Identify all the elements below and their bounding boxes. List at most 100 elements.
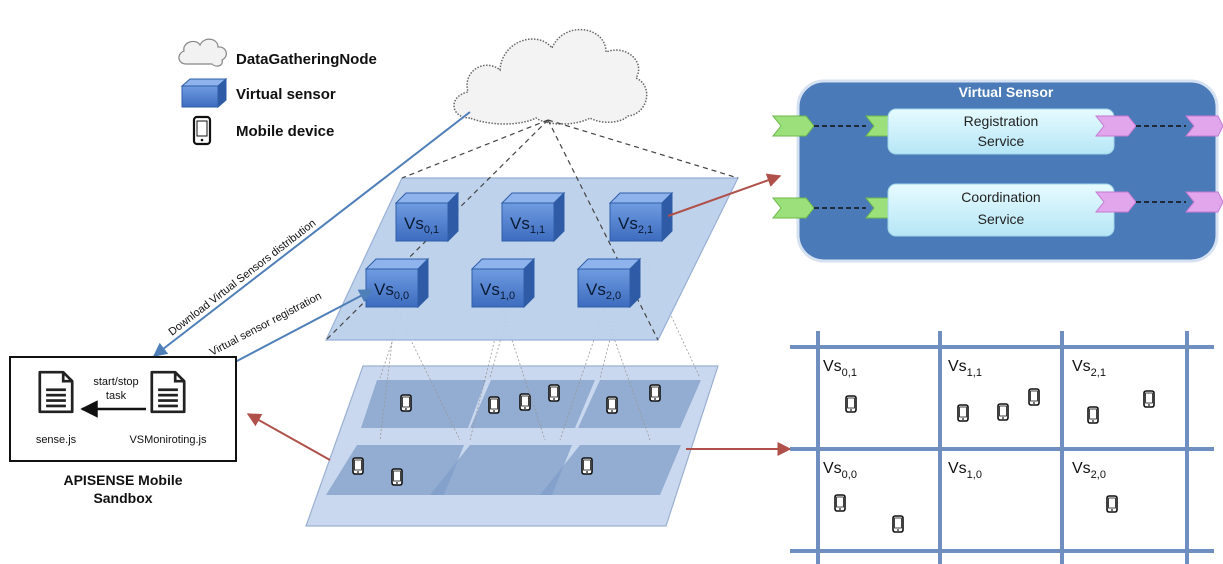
cube-label-sub: 1,1 [530,224,545,236]
cube-label-sub: 2,0 [606,290,621,302]
grid-cell-label-main: Vs [948,358,967,375]
sandbox-caption-line2: Sandbox [93,490,152,506]
phone-icon [1143,390,1155,408]
output-port [1184,115,1223,137]
grid-cell-label-sub: 1,1 [967,367,982,379]
device-layer [305,365,719,527]
virtual-sensor-cube: Vs2,1 [608,191,674,243]
coordination-service-label-line2: Service [978,211,1025,227]
cube-label-sub: 0,0 [394,290,409,302]
grid-cell-label: Vs0,0 [823,460,857,481]
phone-icon [606,396,618,414]
phone-icon [1028,388,1040,406]
cube-label-main: Vs [480,280,500,299]
phone-icon [548,384,560,402]
cube-label: Vs0,1 [404,214,439,236]
output-port [1094,191,1137,213]
panel-title: Virtual Sensor [959,84,1054,100]
phone-icon [192,115,212,146]
grid-cell-label-main: Vs [823,460,842,477]
sandbox-caption: APISENSE Mobile [63,472,182,488]
grid-cell-label-main: Vs [1072,460,1091,477]
layer-to-sandbox-arrow [246,413,331,461]
cube-label: Vs1,0 [480,280,515,302]
file-sense-js: sense.js [36,434,77,446]
grid-cell-label-sub: 2,1 [1091,367,1106,379]
cloud-icon [178,38,227,67]
phone-icon [834,494,846,512]
cube-label: Vs2,1 [618,214,653,236]
grid-cell-label-main: Vs [823,358,842,375]
registration-service-label-line2: Service [978,133,1025,149]
cube-label-main: Vs [586,280,606,299]
start-stop-label: start/stop [93,376,138,388]
cube-label-main: Vs [618,214,638,233]
phone-icon [352,457,364,475]
grid-cell-label-sub: 2,0 [1091,469,1106,481]
cube-label-sub: 1,0 [500,290,515,302]
start-stop-label-line2: task [106,390,127,402]
grid-cell-label: Vs2,1 [1072,358,1106,379]
phone-icon [488,396,500,414]
input-port [771,115,815,137]
cube-label-sub: 2,1 [638,224,653,236]
legend: DataGatheringNode Virtual sensor Mobile … [178,38,377,146]
grid-cell-label-sub: 1,0 [967,469,982,481]
grid-cell-label: Vs1,0 [948,460,982,481]
virtual-sensor-panel: Virtual Sensor Registration Service Coor… [771,79,1223,263]
grid-cell-label: Vs0,1 [823,358,857,379]
output-port [1094,115,1137,137]
coordination-service-label: Coordination [961,189,1040,205]
phone-icon [519,393,531,411]
grid-cell-label-sub: 0,0 [842,469,857,481]
phone-icon [997,403,1009,421]
cube-icon [180,77,228,109]
apisense-sandbox: start/stop task sense.js VSMoniroting.js… [9,356,237,506]
phone-icon [892,515,904,533]
download-arrow-label: Download Virtual Sensors distribution [166,217,318,338]
document-icon [150,370,186,414]
legend-label-cloud: DataGatheringNode [236,51,377,68]
virtual-sensor-cube: Vs1,0 [470,257,536,309]
phone-icon [400,394,412,412]
grid-cell-label-sub: 0,1 [842,367,857,379]
output-port [1184,191,1223,213]
phone-icon [1087,406,1099,424]
phone-icon [581,457,593,475]
phone-icon [649,384,661,402]
grid-cell-label-main: Vs [1072,358,1091,375]
phone-icon [957,404,969,422]
grid-lines [790,331,1214,564]
phone-icon [845,395,857,413]
file-vsmoniroting-js: VSMoniroting.js [129,434,207,446]
virtual-sensor-cube: Vs2,0 [576,257,642,309]
cube-label: Vs1,1 [510,214,545,236]
virtual-sensor-cube: Vs1,1 [500,191,566,243]
vs-to-panel-arrow [667,173,782,217]
cube-label-main: Vs [510,214,530,233]
grid-cell-label: Vs1,1 [948,358,982,379]
virtual-sensor-cube: Vs0,0 [364,257,430,309]
legend-label-virtual-sensor: Virtual sensor [236,86,336,103]
cube-label: Vs0,0 [374,280,409,302]
virtual-sensor-cube: Vs0,1 [394,191,460,243]
grid-cell-label: Vs2,0 [1072,460,1106,481]
red-arrows [246,173,792,461]
cube-label-sub: 0,1 [424,224,439,236]
data-gathering-node-cloud [453,29,648,125]
phone-icon [391,468,403,486]
grid-devices [834,388,1155,533]
document-icon [38,370,74,414]
input-port [771,197,815,219]
legend-label-mobile-device: Mobile device [236,123,334,140]
cube-label-main: Vs [374,280,394,299]
cube-label-main: Vs [404,214,424,233]
registration-service-label: Registration [964,113,1039,129]
registration-service-row: Registration Service [771,108,1223,155]
coordination-service-row: Coordination Service [771,183,1223,237]
